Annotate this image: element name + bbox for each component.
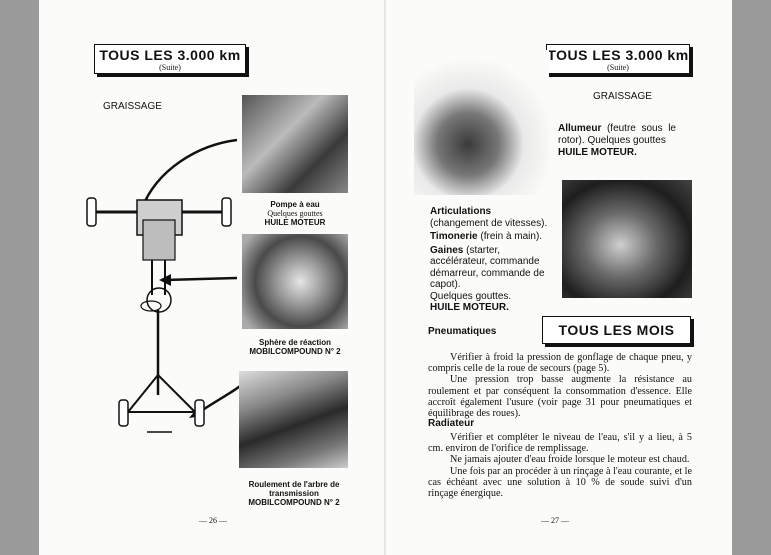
monthly-header: TOUS LES MOIS <box>542 316 691 344</box>
allumeur-block: Allumeur (feutre sous le rotor). Quelque… <box>558 123 676 159</box>
section-label-graissage-right: GRAISSAGE <box>593 91 652 102</box>
section-label-graissage: GRAISSAGE <box>103 101 162 112</box>
caption-oil: MOBILCOMPOUND N° 2 <box>248 498 340 507</box>
rad-paragraph-3: Une fois par an procéder à un rinçage à … <box>428 465 692 500</box>
arrow-to-water-pump <box>140 138 238 209</box>
section-label-pneumatiques: Pneumatiques <box>428 326 497 337</box>
timonerie-title: Timonerie <box>430 231 478 242</box>
gaines-oil: HUILE MOTEUR. <box>430 302 509 313</box>
page-header-right: TOUS LES 3.000 km (Suite) <box>546 44 690 74</box>
header-title: TOUS LES 3.000 km <box>99 47 241 63</box>
section-label-radiateur: Radiateur <box>428 418 475 429</box>
caption-transmission-bearing: Roulement de l'arbre de transmission MOB… <box>229 480 359 507</box>
allumeur-oil: HUILE MOTEUR. <box>558 147 637 158</box>
rad-paragraph-1: Vérifier et compléter le niveau de l'eau… <box>428 432 692 455</box>
articulations-block: Articulations (changement de vitesses). … <box>430 206 550 314</box>
right-page: TOUS LES 3.000 km (Suite) GRAISSAGE Allu… <box>386 0 732 555</box>
page-header-left: TOUS LES 3.000 km (Suite) <box>94 44 246 74</box>
page-number-right: — 27 — <box>541 516 569 525</box>
pneu-paragraph-1: Vérifier à froid la pression de gonflage… <box>428 352 692 375</box>
header-subtitle: (Suite) <box>607 63 629 72</box>
chassis-diagram <box>86 138 246 433</box>
gaines-text: (starter, accélérateur, commande démarre… <box>430 244 545 291</box>
header-title: TOUS LES 3.000 km <box>547 47 689 63</box>
articulations-text: (changement de vitesses). <box>430 217 548 229</box>
caption-oil: HUILE MOTEUR <box>264 218 326 227</box>
caption-reaction-sphere: Sphère de réaction MOBILCOMPOUND N° 2 <box>235 338 355 356</box>
articulations-title: Articulations <box>430 206 492 217</box>
left-page: TOUS LES 3.000 km (Suite) GRAISSAGE Pom <box>39 0 386 555</box>
illustration-distributor <box>414 50 549 195</box>
photo-transmission-bearing <box>239 371 348 468</box>
caption-line: transmission <box>269 489 319 498</box>
monthly-title: TOUS LES MOIS <box>558 322 675 338</box>
caption-title: Roulement de l'arbre de <box>248 480 340 489</box>
photo-engine-bay <box>562 180 692 298</box>
header-subtitle: (Suite) <box>159 63 181 72</box>
rad-paragraph-2: Ne jamais ajouter d'eau froide lorsque l… <box>450 454 690 466</box>
allumeur-title: Allumeur <box>558 123 602 134</box>
pneu-paragraph-2: Une pression trop basse augmente la rési… <box>428 374 692 420</box>
arrow-to-reaction-sphere <box>164 276 238 282</box>
pneumatiques-text: Vérifier à froid la pression de gonflage… <box>428 352 692 419</box>
page-number-left: — 26 — <box>199 516 227 525</box>
radiateur-text: Vérifier et compléter le niveau de l'eau… <box>428 432 692 499</box>
photo-water-pump <box>242 95 348 193</box>
caption-oil: MOBILCOMPOUND N° 2 <box>249 347 341 356</box>
gaines-drops: Quelques gouttes. <box>430 290 512 302</box>
caption-line: Quelques gouttes <box>267 209 323 218</box>
caption-title: Sphère de réaction <box>258 338 332 347</box>
gaines-title: Gaines <box>430 244 464 256</box>
photo-reaction-sphere <box>242 234 348 329</box>
caption-water-pump: Pompe à eau Quelques gouttes HUILE MOTEU… <box>235 200 355 227</box>
timonerie-text: (frein à main). <box>477 231 543 242</box>
allumeur-text: (feutre sous le rotor). Quelques gouttes <box>558 123 676 146</box>
caption-title: Pompe à eau <box>270 200 320 209</box>
